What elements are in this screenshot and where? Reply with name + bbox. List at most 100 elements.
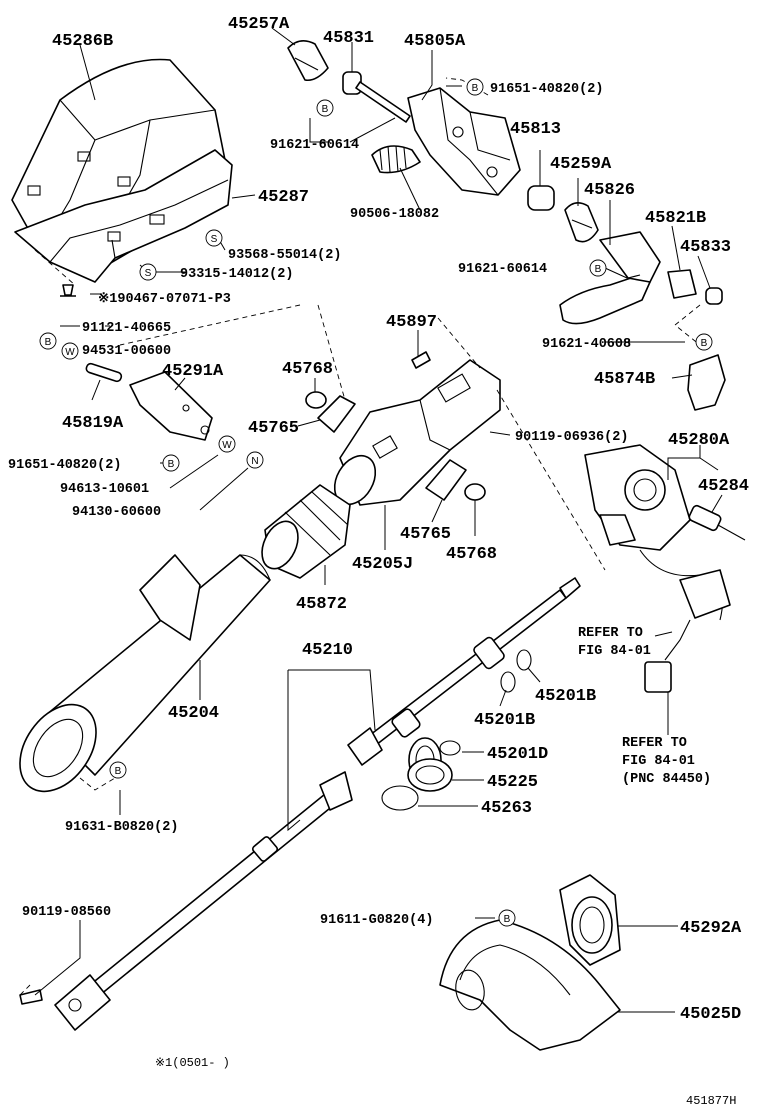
marker-s-label: S xyxy=(211,234,218,245)
marker-b-screw: B xyxy=(316,99,334,117)
label-45257A: 45257A xyxy=(228,15,290,34)
label-45874B: 45874B xyxy=(594,370,655,389)
label-45292A: 45292A xyxy=(680,919,742,938)
tilt-lever-drawing xyxy=(559,231,661,325)
label-45263: 45263 xyxy=(481,799,532,818)
reference-note-1-line-1: REFER TO xyxy=(578,626,643,641)
marker-b-91651-mid: B xyxy=(162,454,180,472)
marker-b-label: B xyxy=(472,83,479,94)
reference-note-2-line-2: FIG 84-01 xyxy=(622,754,695,769)
label-45872: 45872 xyxy=(296,595,347,614)
marker-n-label: N xyxy=(251,456,258,467)
marker-b-label: B xyxy=(45,337,52,348)
marker-b-91631: B xyxy=(109,761,127,779)
marker-s-label: S xyxy=(145,268,152,279)
column-flange-drawing xyxy=(559,874,621,966)
reference-note-2-line-1: REFER TO xyxy=(622,736,687,751)
pad-bottom-drawing xyxy=(425,459,467,501)
label-45259A: 45259A xyxy=(550,155,612,174)
label-45765-bottom: 45765 xyxy=(400,525,451,544)
marker-b-label: B xyxy=(322,104,329,115)
bolt-45897-drawing xyxy=(411,351,431,369)
bushing-bottom-drawing xyxy=(464,483,486,501)
dashed-assembly-lines xyxy=(19,77,701,996)
o-ring-45263-drawing xyxy=(381,785,419,811)
marker-n-94130: N xyxy=(246,451,264,469)
label-45897: 45897 xyxy=(386,313,437,332)
label-91621-60614-top: 91621-60614 xyxy=(270,138,359,153)
marker-b-label: B xyxy=(595,264,602,275)
label-45210: 45210 xyxy=(302,641,353,660)
marker-b-top: B xyxy=(466,78,484,96)
label-91631-B0820: 91631-B0820(2) xyxy=(65,820,178,835)
label-45833: 45833 xyxy=(680,238,731,257)
pivot-plate-drawing xyxy=(129,371,213,441)
label-45813: 45813 xyxy=(510,120,561,139)
steering-shaft-drawing xyxy=(19,577,581,1031)
label-45205J: 45205J xyxy=(352,555,413,574)
diagram-code: 451877H xyxy=(686,1094,736,1108)
marker-s-upper: S xyxy=(205,229,223,247)
column-tube-lower-drawing xyxy=(19,554,271,793)
marker-b-91611: B xyxy=(498,909,516,927)
label-45821B: 45821B xyxy=(645,209,706,228)
label-45819A: 45819A xyxy=(62,414,124,433)
label-45831: 45831 xyxy=(323,29,374,48)
reference-note-1-line-2: FIG 84-01 xyxy=(578,644,651,659)
column-dust-cover-drawing xyxy=(439,919,621,1051)
ring-45201D-drawing xyxy=(439,740,461,756)
label-45025D: 45025D xyxy=(680,1005,741,1024)
key-cylinder-drawing xyxy=(688,504,746,541)
label-90506-18082: 90506-18082 xyxy=(350,207,439,222)
label-93315-14012: 93315-14012(2) xyxy=(180,267,293,282)
label-91621-40608: 91621-40608 xyxy=(542,337,631,352)
upper-bracket-hardware-drawing xyxy=(287,40,599,243)
label-45765-top: 45765 xyxy=(248,419,299,438)
label-91121-40665: 91121-40665 xyxy=(82,321,171,336)
ignition-harness-drawing xyxy=(639,549,731,693)
label-90119-08560: 90119-08560 xyxy=(22,905,111,920)
marker-w-label: W xyxy=(65,347,75,358)
marker-s-lower: S xyxy=(139,263,157,281)
label-45826: 45826 xyxy=(584,181,635,200)
label-94531-00600: 94531-00600 xyxy=(82,344,171,359)
pad-top-drawing xyxy=(317,395,356,433)
marker-b-91121: B xyxy=(39,332,57,350)
label-45204: 45204 xyxy=(168,704,219,723)
label-91651-40820-top: 91651-40820(2) xyxy=(490,82,603,97)
bearing-45225-drawing xyxy=(407,758,453,792)
label-93568-55014: 93568-55014(2) xyxy=(228,248,341,263)
column-tube-upper-drawing xyxy=(333,359,501,506)
column-boot-drawing xyxy=(261,484,351,579)
reference-note-2: REFER TO FIG 84-01 (PNC 84450) xyxy=(622,736,711,787)
label-94613-10601: 94613-10601 xyxy=(60,482,149,497)
label-91611-G0820: 91611-G0820(4) xyxy=(320,913,433,928)
marker-w-label: W xyxy=(222,440,232,451)
marker-w-94613: W xyxy=(218,435,236,453)
label-45201D: 45201D xyxy=(487,745,548,764)
label-45286B: 45286B xyxy=(52,32,113,51)
marker-b-91621-40608: B xyxy=(695,333,713,351)
pivot-pin-drawing xyxy=(85,362,123,383)
reference-note-1: REFER TO FIG 84-01 xyxy=(578,626,651,659)
label-45284: 45284 xyxy=(698,477,749,496)
reference-note-2-line-3: (PNC 84450) xyxy=(622,772,711,787)
lower-column-cover-drawing xyxy=(14,149,233,283)
label-45768-top: 45768 xyxy=(282,360,333,379)
label-45768-bottom: 45768 xyxy=(446,545,497,564)
footnote: ※1(0501- ) xyxy=(155,1056,230,1070)
clip-drawing xyxy=(60,284,76,297)
label-45805A: 45805A xyxy=(404,32,466,51)
label-45201B-right: 45201B xyxy=(535,687,596,706)
marker-b-label: B xyxy=(115,766,122,777)
snap-ring-right-drawing xyxy=(516,649,532,671)
lever-cover-drawing xyxy=(687,354,726,411)
label-45287: 45287 xyxy=(258,188,309,207)
label-94130-60600: 94130-60600 xyxy=(72,505,161,520)
snap-ring-left-drawing xyxy=(500,671,516,693)
lock-cylinder-housing-drawing xyxy=(584,444,691,551)
label-45291A: 45291A xyxy=(162,362,224,381)
marker-b-label: B xyxy=(168,459,175,470)
label-45225: 45225 xyxy=(487,773,538,792)
label-45280A: 45280A xyxy=(668,431,730,450)
